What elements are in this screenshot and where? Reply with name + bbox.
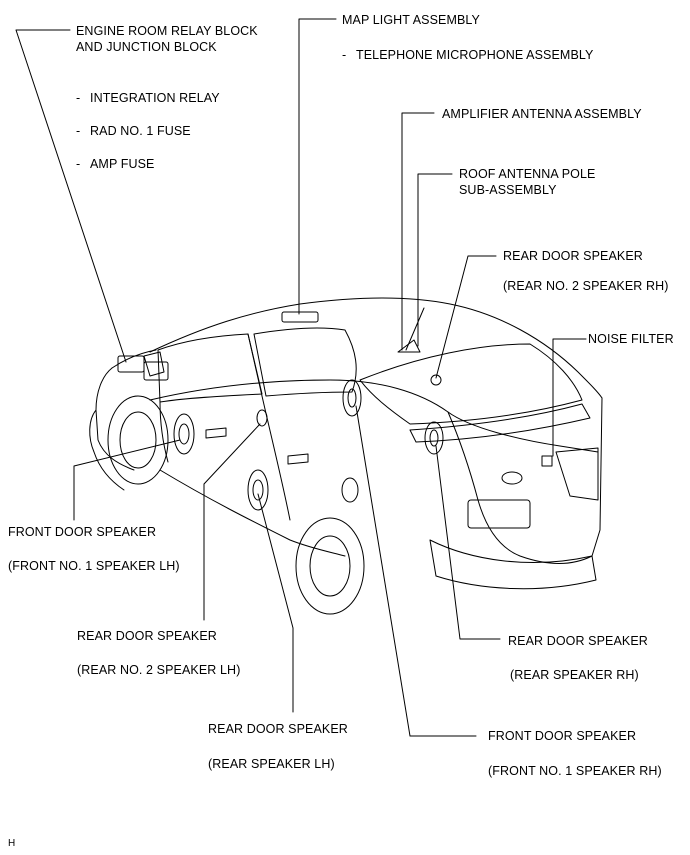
front-door-speaker-lh-cone	[178, 423, 190, 445]
rear-spoiler	[409, 403, 591, 443]
label-front-door-rh-line1: FRONT DOOR SPEAKER	[488, 729, 637, 743]
label-rad-fuse: RAD NO. 1 FUSE	[76, 123, 191, 139]
rear-door-speaker-rh2-component	[430, 374, 442, 386]
front-wheel-rim	[119, 411, 157, 469]
label-rad-fuse-text: RAD NO. 1 FUSE	[90, 124, 191, 138]
figure-code: H	[8, 838, 16, 849]
label-rear-door-lh-line2: (REAR SPEAKER LH)	[208, 757, 335, 771]
front-door-speaker-rh-cone	[347, 388, 357, 408]
front-door-speaker-lh-component	[173, 413, 195, 455]
relay-block	[117, 355, 145, 373]
rocker-line	[159, 469, 346, 557]
roof-line	[149, 297, 603, 399]
rear-wheel-rim	[309, 535, 351, 597]
rear-hatch-glass	[359, 343, 583, 425]
label-map-light: MAP LIGHT ASSEMBLY	[342, 13, 480, 27]
leader-rear-door-rh2	[435, 255, 497, 379]
rear-window	[253, 327, 357, 397]
label-front-door-rh-line2: (FRONT NO. 1 SPEAKER RH)	[488, 764, 662, 778]
label-rear-door-lh2-line1: REAR DOOR SPEAKER	[77, 629, 217, 643]
label-rear-door-lh-line1: REAR DOOR SPEAKER	[208, 722, 348, 736]
label-rear-door-lh2-line2: (REAR NO. 2 SPEAKER LH)	[77, 663, 241, 677]
front-door-handle	[205, 427, 227, 439]
label-amp-fuse-text: AMP FUSE	[90, 157, 155, 171]
leader-roof-antenna	[417, 173, 453, 347]
leader-noise-filter	[552, 338, 587, 457]
side-mirror	[143, 351, 165, 377]
front-door-line	[159, 401, 169, 463]
hood	[95, 367, 135, 471]
front-bumper	[89, 409, 125, 491]
license-plate	[467, 499, 531, 529]
label-amp-antenna: AMPLIFIER ANTENNA ASSEMBLY	[442, 107, 642, 121]
label-telephone-mic-text: TELEPHONE MICROPHONE ASSEMBLY	[356, 48, 594, 62]
leader-front-door-lh	[73, 439, 181, 521]
beltline	[149, 379, 599, 453]
label-roof-antenna-line1: ROOF ANTENNA POLE	[459, 167, 596, 181]
junction-block	[143, 361, 169, 381]
map-light-component	[281, 311, 319, 323]
label-noise-filter: NOISE FILTER	[588, 332, 674, 346]
label-engine-room-line1: ENGINE ROOM RELAY BLOCK	[76, 24, 258, 38]
label-integration-relay: INTEGRATION RELAY	[76, 90, 220, 106]
leader-map-light	[298, 18, 337, 315]
amplifier-antenna-component	[397, 339, 421, 353]
rear-door-handle	[287, 453, 309, 465]
rear-door-speaker-lh2-component	[256, 409, 268, 427]
leader-lines	[15, 18, 587, 737]
windshield-base	[111, 349, 157, 369]
rear-door-speaker-lh-cone	[252, 479, 264, 501]
rear-emblem	[501, 471, 523, 485]
label-rear-door-rh-line1: REAR DOOR SPEAKER	[508, 634, 648, 648]
tail-light	[555, 447, 599, 501]
rear-wheel	[295, 517, 365, 615]
front-window	[157, 333, 263, 403]
label-amp-fuse: AMP FUSE	[76, 156, 154, 172]
rear-bumper	[429, 539, 597, 590]
label-integration-relay-text: INTEGRATION RELAY	[90, 91, 220, 105]
front-wheel	[107, 395, 169, 485]
label-rear-door-rh-line2: (REAR SPEAKER RH)	[510, 668, 639, 682]
noise-filter-component	[541, 455, 553, 467]
roof-antenna-pole-component	[405, 307, 425, 351]
rear-quarter	[447, 397, 603, 564]
rear-door-speaker-rh-component	[424, 421, 444, 455]
leader-engine-room	[15, 29, 127, 363]
rear-door-speaker-rh-cone	[429, 429, 439, 447]
leader-rear-door-lh2	[203, 423, 261, 621]
label-roof-antenna-line2: SUB-ASSEMBLY	[459, 183, 557, 197]
front-door-speaker-rh-component	[342, 379, 362, 417]
components	[117, 307, 553, 511]
label-engine-room-line2: AND JUNCTION BLOCK	[76, 40, 217, 54]
label-rear-door-rh2-line1: REAR DOOR SPEAKER	[503, 249, 643, 263]
leader-front-door-rh	[355, 405, 477, 737]
rear-door-line	[261, 395, 291, 521]
label-telephone-mic: TELEPHONE MICROPHONE ASSEMBLY	[342, 47, 593, 63]
leader-rear-door-rh	[435, 445, 501, 640]
label-front-door-lh-line2: (FRONT NO. 1 SPEAKER LH)	[8, 559, 180, 573]
b-pillar	[247, 333, 263, 397]
label-front-door-lh-line1: FRONT DOOR SPEAKER	[8, 525, 157, 539]
leader-rear-door-lh	[257, 493, 294, 713]
car-outline	[89, 297, 603, 615]
leader-amp-antenna	[401, 112, 435, 351]
label-rear-door-rh2-line2: (REAR NO. 2 SPEAKER RH)	[503, 279, 669, 293]
fuel-lid	[341, 477, 359, 503]
rear-door-speaker-lh-component	[247, 469, 269, 511]
